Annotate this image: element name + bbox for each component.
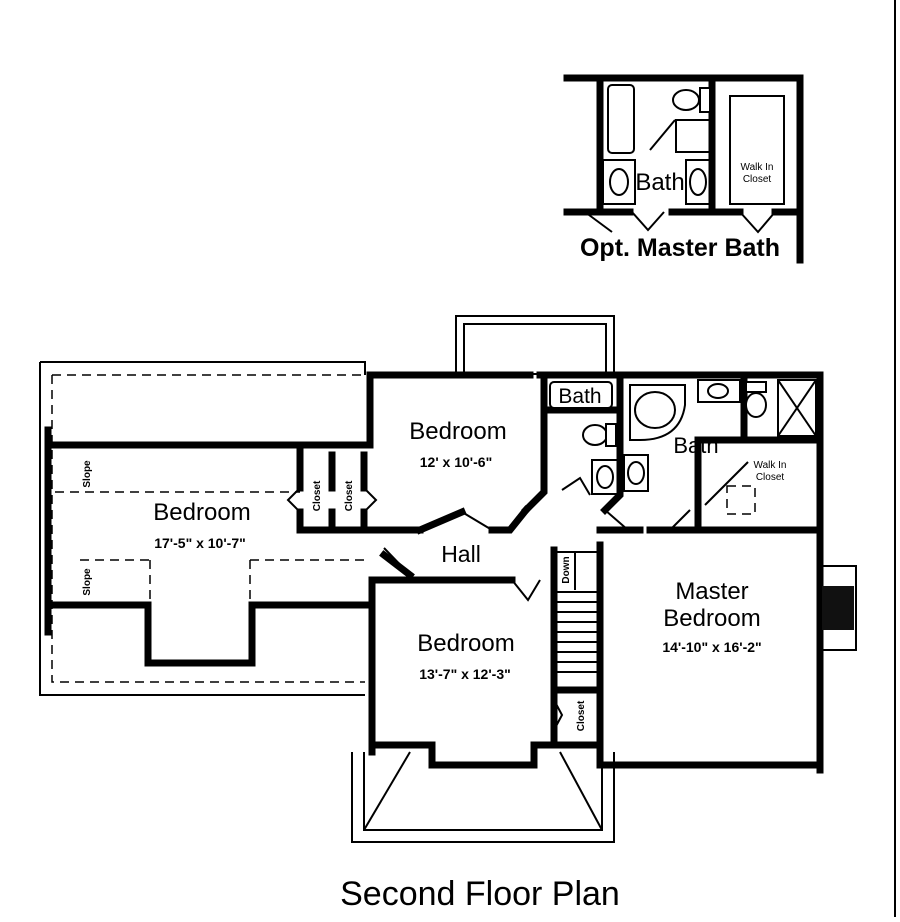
master-size: 14'-10" x 16'-2" — [662, 639, 761, 655]
vanity-left — [602, 159, 636, 205]
bedroom-center-door — [511, 579, 541, 602]
room-labels: Bedroom 17'-5" x 10'-7" Bedroom 12' x 10… — [82, 385, 786, 913]
master-name-1: Master — [675, 578, 748, 605]
closet-door-center — [553, 699, 564, 731]
inset-door-bath — [631, 211, 665, 232]
bedroom-left-size: 17'-5" x 10'-7" — [154, 535, 246, 551]
master-shower — [777, 379, 817, 437]
master-toilet — [745, 392, 767, 418]
inset-closet-outline — [729, 95, 785, 205]
closet-door-right — [363, 487, 378, 513]
vanity-right — [685, 159, 711, 205]
master-door — [604, 509, 629, 531]
closet-label-right: Closet — [344, 480, 355, 511]
bedroom-left-name: Bedroom — [153, 499, 250, 526]
hall-label: Hall — [441, 541, 481, 567]
master-vanity-2 — [623, 454, 649, 492]
toilet-tank — [699, 87, 711, 113]
small-bath-toilet — [582, 424, 608, 446]
doors-and-fixtures — [286, 379, 857, 731]
small-bath-label: Bath — [558, 385, 601, 408]
closet-label-left: Closet — [312, 480, 323, 511]
sink-right — [689, 168, 707, 196]
master-sink-1 — [707, 383, 729, 399]
walkin-shelf — [726, 485, 756, 515]
porch-top — [455, 315, 615, 375]
bedroom-top-name: Bedroom — [409, 418, 506, 445]
slope-label-top: Slope — [82, 460, 93, 488]
bedroom-center-size: 13'-7" x 12'-3" — [419, 666, 511, 682]
master-bath-label: Bath — [673, 433, 718, 458]
stairs-down-label: Down — [561, 556, 572, 583]
inset-closet-label-1: Walk In — [741, 162, 774, 173]
inset-door-swing — [649, 119, 676, 151]
sink-left — [609, 168, 629, 196]
toilet-fixture — [672, 89, 700, 111]
master-sink-2 — [627, 461, 645, 485]
porch-bottom — [351, 751, 615, 843]
stair-treads — [556, 591, 598, 663]
master-name-2: Bedroom — [663, 605, 760, 632]
attic-area — [39, 361, 366, 696]
plan-title: Second Floor Plan — [340, 875, 620, 913]
inset-door-closet — [739, 211, 776, 234]
bathtub-fixture — [607, 84, 635, 154]
closet-door-left — [286, 487, 301, 513]
inset-door-entry — [584, 211, 613, 233]
inset-bath-label: Bath — [635, 169, 684, 196]
closet-label-center: Closet — [576, 700, 587, 731]
bath-door — [561, 476, 591, 496]
walkin-label-1: Walk In — [754, 460, 787, 471]
main-walls — [44, 371, 824, 774]
small-bath-tub — [549, 381, 613, 409]
fireplace-box — [822, 586, 854, 630]
bedroom-top-door — [461, 511, 493, 531]
small-bath-sink — [596, 465, 614, 489]
bedroom-left-door — [383, 547, 411, 576]
shower-fixture — [675, 119, 711, 153]
inset-opt-master-bath: Bath Walk In Closet Opt. Master Bath — [563, 74, 804, 264]
small-bath-tank — [605, 423, 617, 447]
bedroom-top-size: 12' x 10'-6" — [420, 454, 492, 470]
master-vanity — [697, 379, 741, 403]
walkin-door — [704, 461, 749, 506]
corner-tub-basin — [634, 391, 676, 429]
master-toilet-tank — [745, 381, 767, 393]
bedroom-center-name: Bedroom — [417, 630, 514, 657]
inset-closet-label-2: Closet — [743, 174, 772, 185]
slope-label-bottom: Slope — [82, 568, 93, 596]
inset-title: Opt. Master Bath — [580, 234, 780, 262]
small-bath-vanity — [591, 459, 619, 495]
walkin-label-2: Closet — [756, 472, 785, 483]
master-bath-door — [669, 509, 691, 531]
